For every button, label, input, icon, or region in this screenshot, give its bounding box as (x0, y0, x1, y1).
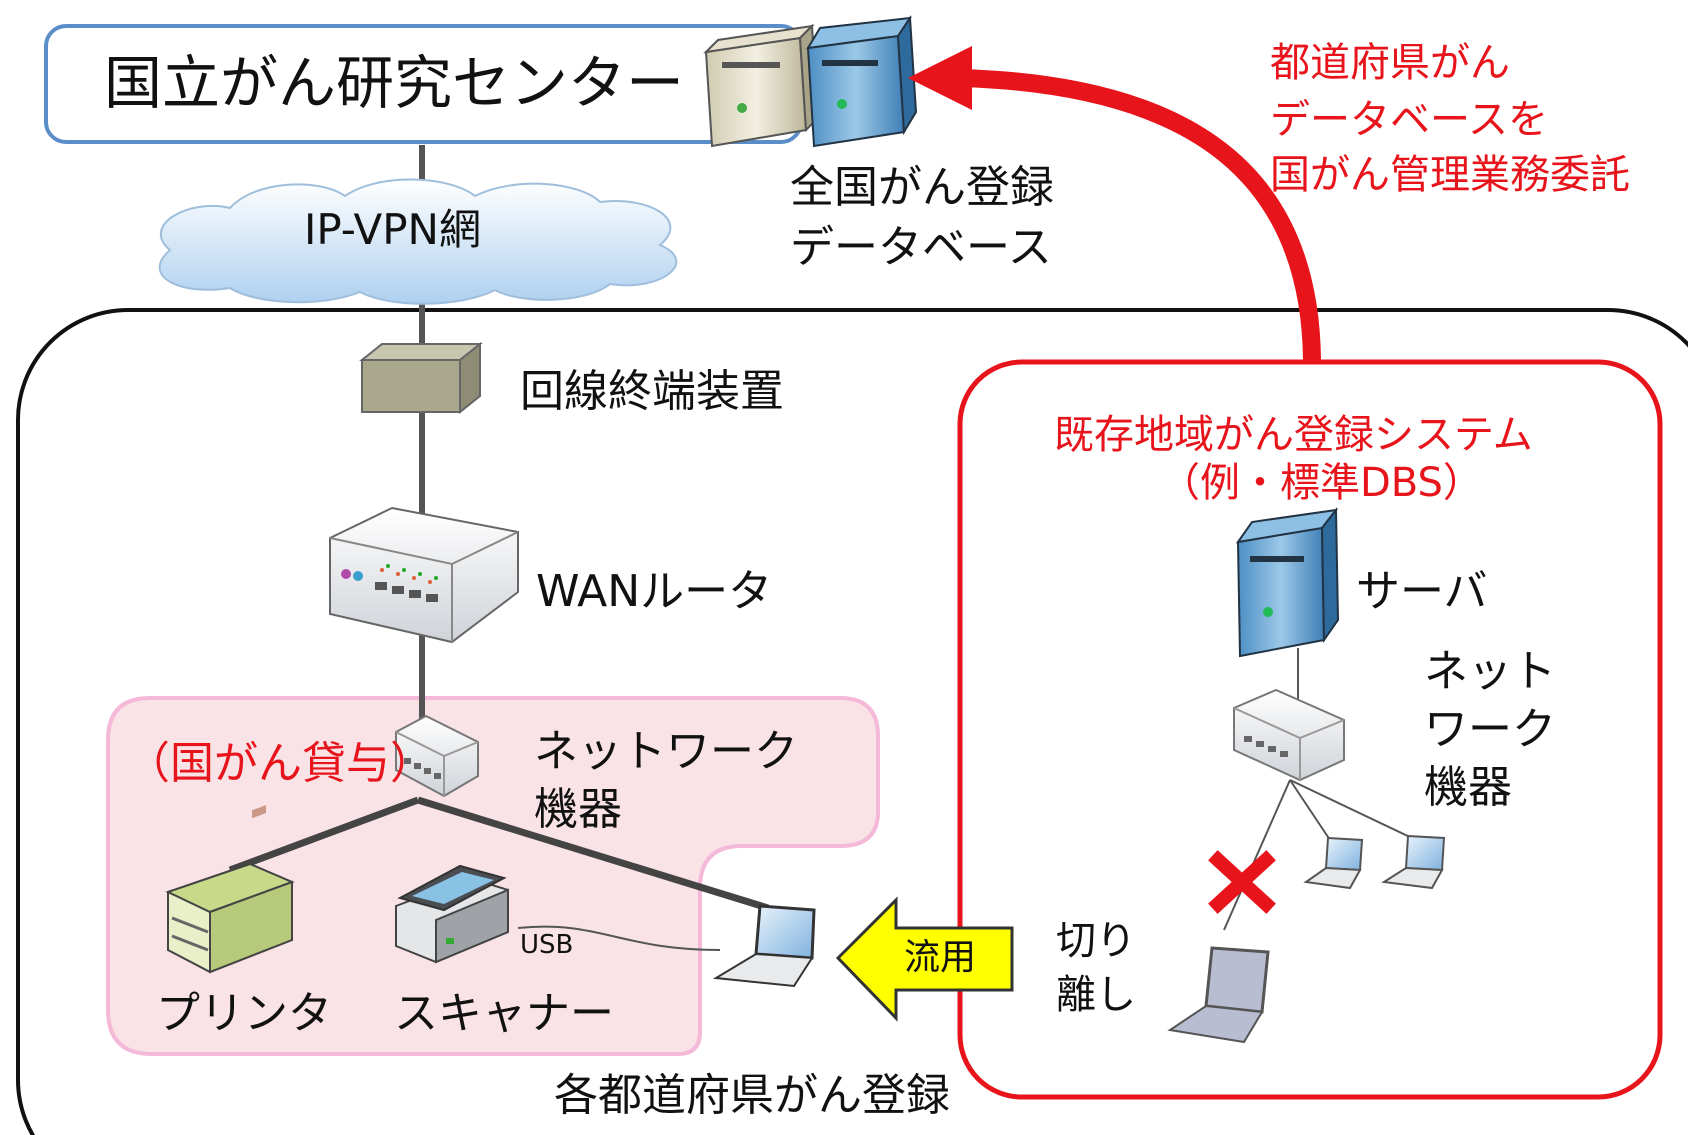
center-title: 国立がん研究センター (104, 49, 685, 117)
network-switch-icon (395, 714, 479, 798)
loan-label: （国がん貸与） (126, 738, 434, 789)
wan-router-label: WANルータ (536, 566, 773, 617)
prefecture-caption: 各都道府県がん登録 (554, 1070, 950, 1121)
existing-system-title-1: 既存地域がん登録システム (1054, 412, 1533, 458)
reuse-arrow (835, 896, 1014, 1022)
line-terminal-icon (359, 341, 483, 415)
existing-network-label-2: ワーク (1424, 704, 1556, 755)
outsourcing-note-2: データベースを (1270, 97, 1548, 143)
existing-network-label-1: ネット (1424, 646, 1556, 697)
outsourcing-note-3: 国がん管理業務委託 (1270, 152, 1630, 198)
national-db-label-2: データベース (790, 222, 1052, 273)
prefecture-site-frame (16, 308, 1688, 1135)
national-db-label-1: 全国がん登録 (790, 162, 1054, 213)
server-blue-icon (806, 14, 918, 148)
scanner-icon (395, 864, 509, 964)
line-terminal-label: 回線終端装置 (520, 366, 784, 417)
existing-system-title-2: （例・標準DBS） (1160, 460, 1483, 506)
cloud-icon (158, 178, 678, 305)
laptop-small-2-icon (1381, 834, 1446, 890)
scanner-label: スキャナー (394, 988, 614, 1039)
existing-network-label-3: 機器 (1424, 762, 1512, 813)
server-label: サーバ (1356, 566, 1488, 617)
server-existing-icon (1235, 507, 1340, 658)
vpn-label: IP-VPN網 (304, 205, 481, 254)
printer-label: プリンタ (156, 988, 332, 1039)
laptop-disconnected-icon (1167, 946, 1270, 1044)
upload-arrow (959, 69, 1321, 361)
existing-system-frame (957, 359, 1663, 1100)
laptop-reused-icon (712, 904, 816, 988)
printer-icon (165, 805, 295, 974)
server-beige-icon (703, 23, 820, 148)
usb-label: USB (520, 930, 574, 960)
disconnect-cross-icon (1208, 850, 1276, 914)
wan-router-icon (329, 506, 519, 644)
outsourcing-note-1: 都道府県がん (1270, 40, 1510, 86)
network-switch-existing-icon (1233, 688, 1345, 782)
network-device-label-1: ネットワーク (534, 726, 798, 777)
disconnect-label-1: 切り (1056, 918, 1136, 964)
reuse-arrow-label: 流用 (904, 937, 977, 978)
laptop-small-1-icon (1303, 836, 1364, 890)
disconnect-label-2: 離し (1056, 972, 1136, 1018)
network-device-label-2: 機器 (534, 784, 622, 835)
